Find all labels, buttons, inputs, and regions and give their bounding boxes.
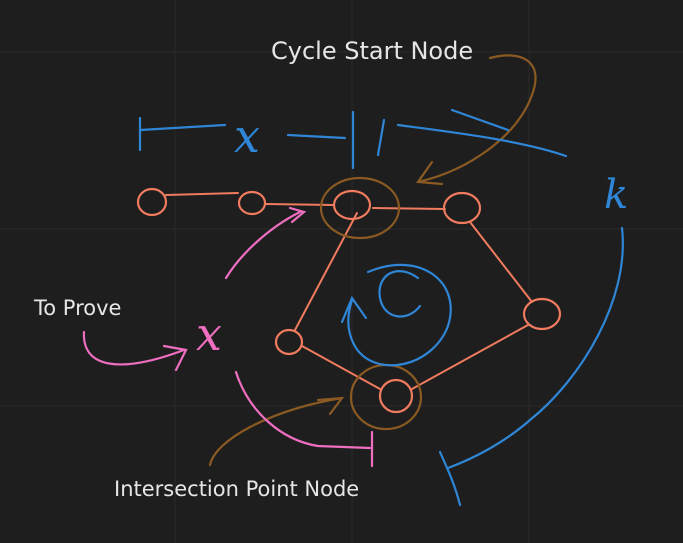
cycle-start-label: Cycle Start Node — [271, 37, 473, 65]
list-node — [332, 189, 372, 221]
edge-4-5 — [469, 221, 533, 303]
to-prove-label: To Prove — [33, 296, 121, 320]
edge-2-3 — [265, 203, 334, 206]
brown-annotations — [208, 54, 537, 467]
list-node — [522, 297, 562, 331]
x-bracket-left-line — [138, 123, 227, 132]
k-bracket-tick — [376, 118, 386, 157]
x-left-arrowhead — [288, 206, 307, 224]
edge-1-2 — [165, 192, 239, 196]
edge-5-6 — [411, 324, 529, 390]
list-nodes — [136, 187, 562, 414]
to-prove-arrowhead — [162, 344, 188, 372]
x-bracket-right-line — [286, 133, 347, 140]
x-left-label: x — [196, 307, 222, 361]
cycle-start-arrowhead — [416, 160, 444, 186]
cycle-c-glyph — [378, 270, 422, 318]
cycle-loop-arrowhead — [340, 295, 368, 324]
cycle-loop — [347, 263, 452, 367]
intersection-underline — [234, 370, 372, 450]
list-node — [378, 378, 414, 414]
k-bracket-line — [396, 123, 568, 158]
list-node — [442, 191, 482, 225]
k-arc — [446, 226, 624, 470]
pink-annotations — [82, 206, 374, 468]
edge-6-7 — [301, 345, 381, 390]
list-node — [237, 190, 267, 216]
intersection-arrowhead — [316, 396, 345, 416]
to-prove-arrow — [82, 330, 186, 366]
cycle-start-arrow — [416, 54, 537, 184]
k-label: k — [604, 172, 628, 218]
intersection-label: Intersection Point Node — [114, 477, 359, 501]
list-node — [136, 187, 168, 217]
edge-7-3 — [294, 212, 358, 331]
edge-3-4 — [372, 207, 446, 210]
x-top-label: x — [234, 109, 260, 163]
k-bracket-cap — [450, 108, 510, 132]
x-left-arrow — [224, 210, 302, 280]
k-arc-end — [438, 450, 462, 507]
list-edges — [165, 192, 533, 390]
intersection-arrow — [208, 396, 344, 467]
intersection-highlight — [349, 363, 423, 431]
blue-annotations — [138, 108, 624, 507]
cycle-start-highlight — [319, 176, 401, 240]
list-node — [274, 328, 304, 356]
